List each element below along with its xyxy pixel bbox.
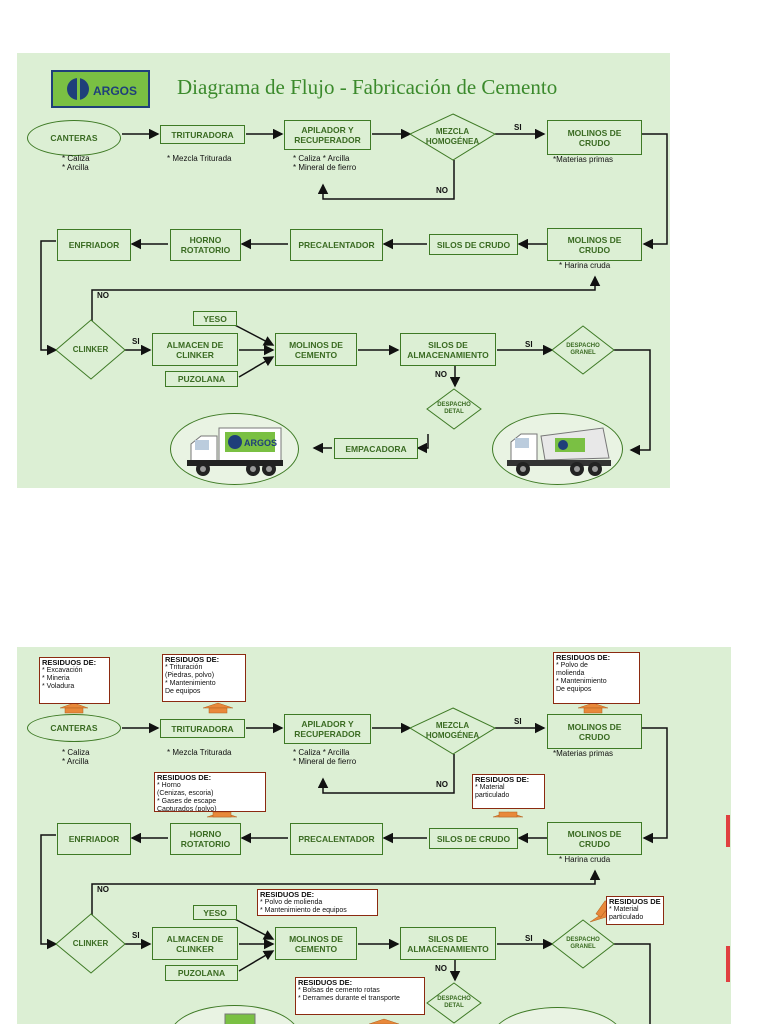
node-almacen: ALMACEN DE CLINKER: [152, 333, 238, 366]
label-no-clinker-2: NO: [97, 885, 109, 894]
side-marker: [726, 815, 730, 847]
residuos-molinos-crudo: RESIDUOS DE:* Polvo de molienda * Manten…: [553, 652, 640, 704]
node-puzolana-2: PUZOLANA: [165, 965, 238, 981]
flow-connectors: [40, 113, 668, 456]
note-trituradora: * Mezcla Triturada: [167, 154, 232, 163]
flow-connectors-residuos: [40, 702, 668, 1024]
node-enfriador: ENFRIADOR: [57, 229, 131, 261]
label-no-clinker: NO: [97, 291, 109, 300]
label-si-clinker: SI: [132, 337, 140, 346]
label-no-silos-2: NO: [435, 964, 447, 973]
note-apilador-2: * Caliza * Arcilla * Mineral de fierro: [293, 748, 357, 766]
node-despacho-granel-2: DESPACHO GRANEL: [566, 937, 600, 950]
label-no-mezcla: NO: [436, 186, 448, 195]
node-trituradora-2: TRITURADORA: [160, 719, 245, 738]
label-no-mezcla-2: NO: [436, 780, 448, 789]
node-silos-almacenamiento-2: SILOS DE ALMACENAMIENTO: [400, 927, 496, 960]
node-molinos-crudo-2: MOLINOS DE CRUDO: [547, 228, 642, 261]
node-puzolana: PUZOLANA: [165, 371, 238, 387]
label-no-silos: NO: [435, 370, 447, 379]
node-silos-almacenamiento: SILOS DE ALMACENAMIENTO: [400, 333, 496, 366]
node-despacho-granel: DESPACHO GRANEL: [566, 343, 600, 356]
truck-mixer-icon: [492, 413, 623, 485]
node-horno-2: HORNO ROTATORIO: [170, 823, 241, 855]
residuos-molinos-cemento: RESIDUOS DE:* Polvo de molienda * Manten…: [257, 889, 378, 916]
note-molinos-crudo-1: *Materias primas: [553, 155, 614, 164]
node-canteras-2: CANTERAS: [27, 714, 121, 742]
node-molinos-cemento-2: MOLINOS DE CEMENTO: [275, 927, 357, 960]
granel-diamond: [551, 325, 615, 375]
node-apilador: APILADOR Y RECUPERADOR: [284, 120, 371, 150]
note-canteras-2: * Caliza * Arcilla: [62, 748, 90, 766]
node-clinker: CLINKER: [72, 344, 109, 354]
note-molinos-crudo-2-2: * Harina cruda: [559, 855, 611, 864]
truck-van-icon-2: [170, 1005, 299, 1024]
note-canteras: * Caliza * Arcilla: [62, 154, 90, 172]
node-mezcla: MEZCLA HOMOGÉNEA: [425, 127, 480, 146]
node-despacho-detal: DESPACHO DETAL: [437, 402, 471, 415]
note-apilador: * Caliza * Arcilla * Mineral de fierro: [293, 154, 357, 172]
node-trituradora: TRITURADORA: [160, 125, 245, 144]
residuos-horno: RESIDUOS DE:* Horno (Cenizas, escoria) *…: [154, 772, 266, 812]
flowchart-panel-residuos: RESIDUOS DE:* Excavación * Mineria * Vol…: [17, 647, 731, 1024]
note-molinos-crudo-1-2: *Materias primas: [553, 749, 614, 758]
page-title: Diagrama de Flujo - Fabricación de Cemen…: [177, 75, 558, 99]
node-silos-crudo-2: SILOS DE CRUDO: [429, 828, 518, 849]
node-precalentador-2: PRECALENTADOR: [290, 823, 383, 855]
note-trituradora-2: * Mezcla Triturada: [167, 748, 232, 757]
node-apilador-2: APILADOR Y RECUPERADOR: [284, 714, 371, 744]
label-si-mezcla-2: SI: [514, 717, 522, 726]
residuos-canteras: RESIDUOS DE:* Excavación * Mineria * Vol…: [39, 657, 110, 704]
node-empacadora: EMPACADORA: [334, 438, 418, 459]
node-precalentador: PRECALENTADOR: [290, 229, 383, 261]
node-molinos-crudo-1-2: MOLINOS DE CRUDO: [547, 714, 642, 749]
node-enfriador-2: ENFRIADOR: [57, 823, 131, 855]
node-canteras: CANTERAS: [27, 120, 121, 156]
detal-diamond: [426, 388, 482, 430]
flowchart-panel-top: ARGOS Diagrama de Flujo - Fabricación de…: [17, 53, 670, 488]
residuos-silos-crudo: RESIDUOS DE:* Material particulado: [472, 774, 545, 809]
note-molinos-crudo-2: * Harina cruda: [559, 261, 611, 270]
truck-van-icon: ARGOS: [170, 413, 299, 485]
node-despacho-detal-2: DESPACHO DETAL: [437, 996, 471, 1009]
residuos-despacho-detal: RESIDUOS DE:* Bolsas de cemento rotas * …: [295, 977, 425, 1015]
clinker-diamond: [55, 319, 126, 380]
node-silos-crudo: SILOS DE CRUDO: [429, 234, 518, 255]
svg-text:ARGOS: ARGOS: [244, 438, 277, 448]
argos-logo: ARGOS: [51, 70, 150, 108]
mezcla-diamond: [408, 113, 497, 161]
side-marker: [726, 946, 730, 982]
label-si-clinker-2: SI: [132, 931, 140, 940]
node-molinos-cemento: MOLINOS DE CEMENTO: [275, 333, 357, 366]
node-molinos-crudo-2-2: MOLINOS DE CRUDO: [547, 822, 642, 855]
node-yeso-2: YESO: [193, 905, 237, 920]
node-yeso: YESO: [193, 311, 237, 326]
node-almacen-2: ALMACEN DE CLINKER: [152, 927, 238, 960]
node-molinos-crudo-1: MOLINOS DE CRUDO: [547, 120, 642, 155]
residuos-despacho-granel: RESIDUOS DE* Material particulado: [606, 896, 664, 925]
residuos-trituradora: RESIDUOS DE:* Trituración (Piedras, polv…: [162, 654, 246, 702]
label-si-mezcla: SI: [514, 123, 522, 132]
node-mezcla-2: MEZCLA HOMOGÉNEA: [425, 721, 480, 740]
label-si-silos: SI: [525, 340, 533, 349]
node-horno: HORNO ROTATORIO: [170, 229, 241, 261]
node-clinker-2: CLINKER: [72, 938, 109, 948]
label-si-silos-2: SI: [525, 934, 533, 943]
